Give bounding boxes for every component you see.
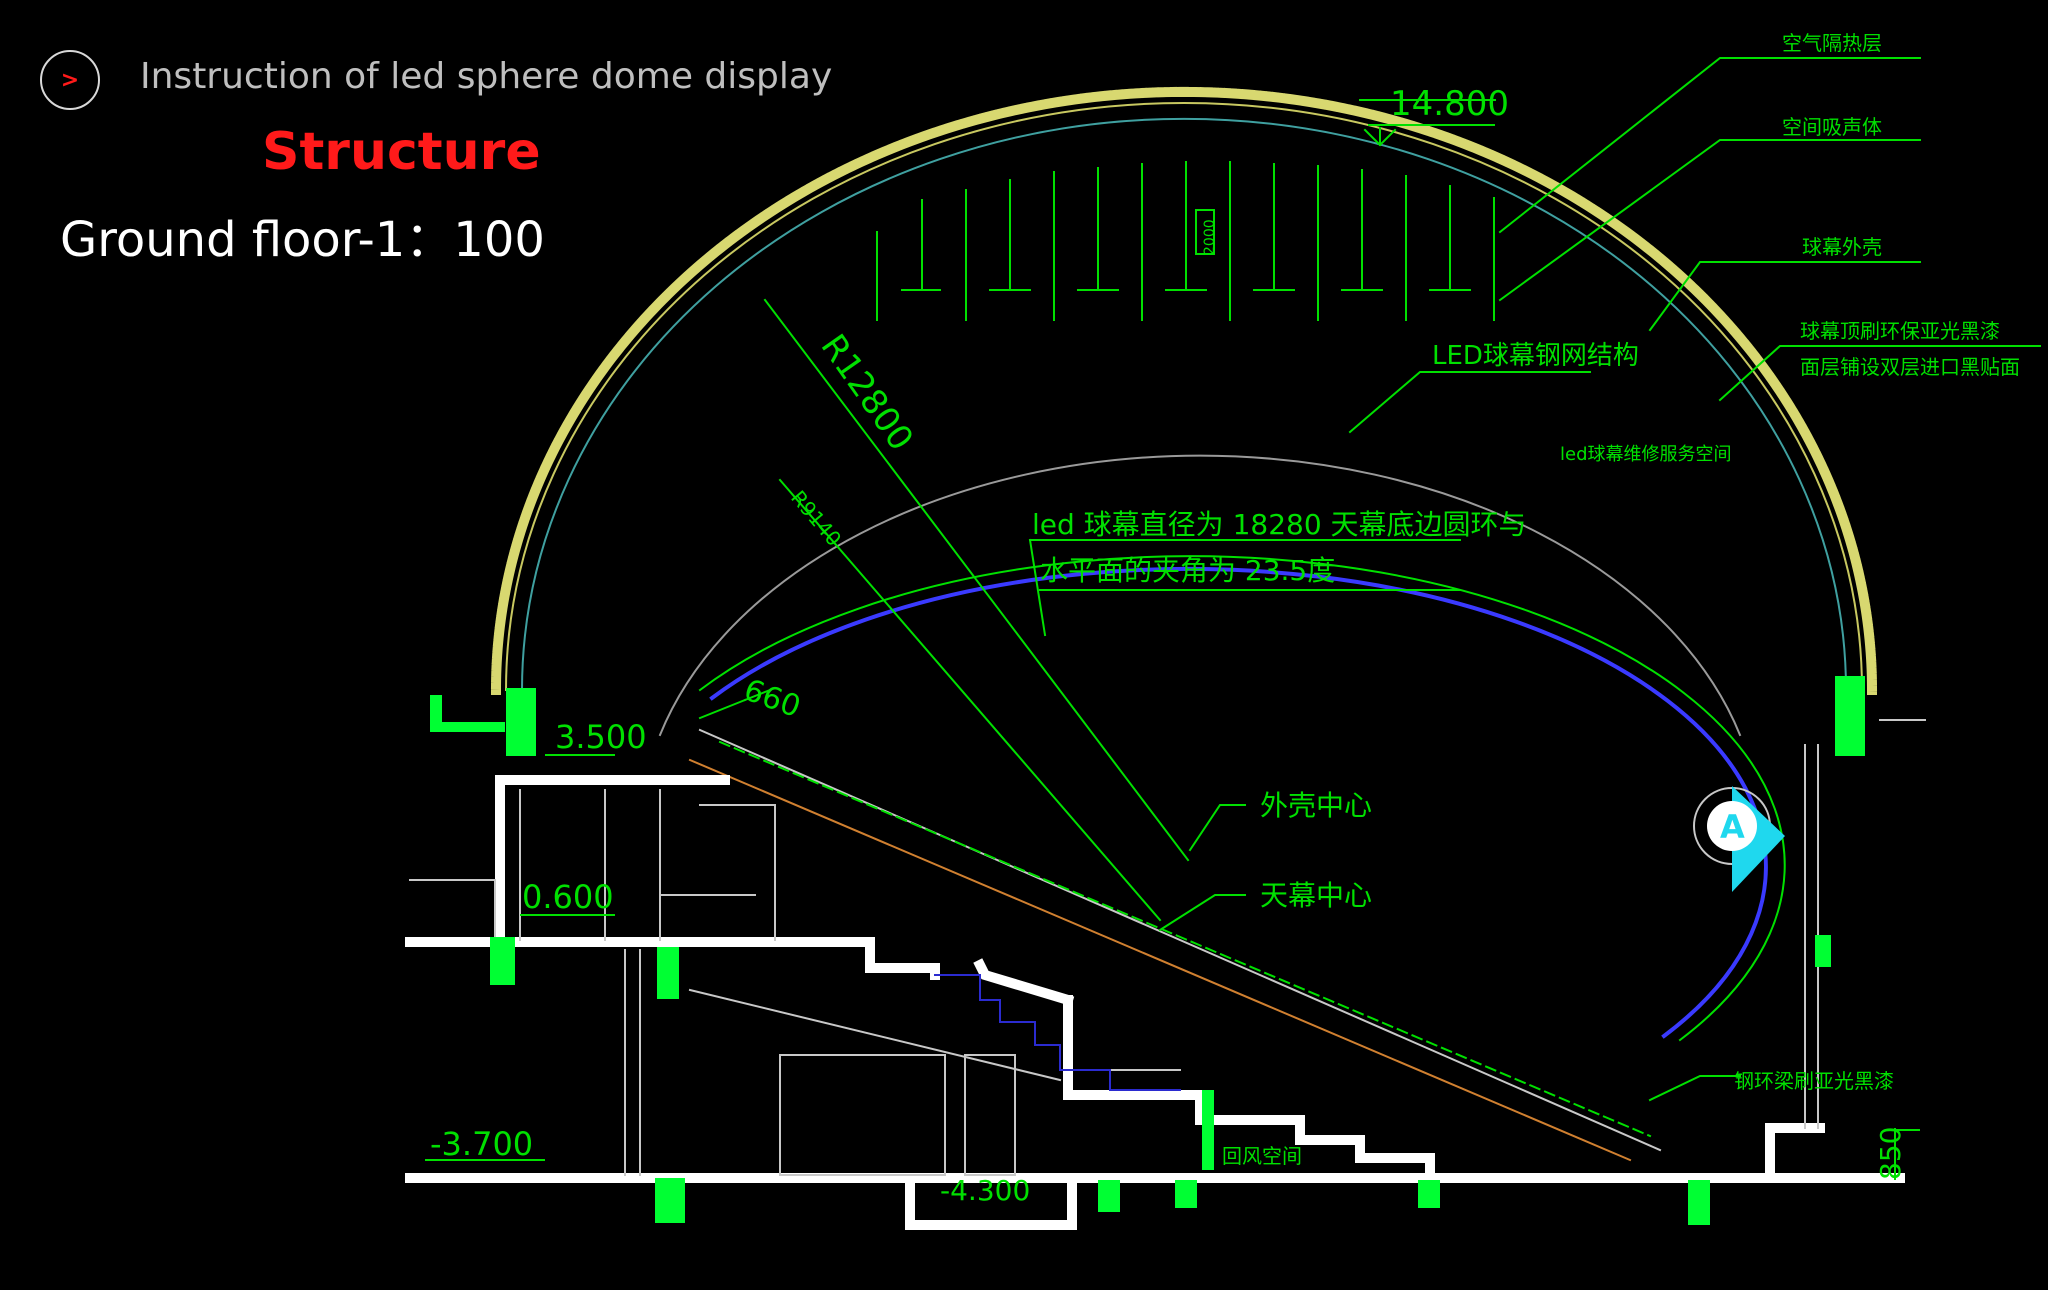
- elevation-upper: 3.500: [555, 718, 647, 756]
- gap-dimension-label: 660: [739, 673, 805, 725]
- callout-led-frame: LED球幕钢网结构: [1432, 341, 1639, 371]
- callout-sound-absorber: 空间吸声体: [1782, 115, 1882, 139]
- sound-absorber-row: [876, 161, 1495, 321]
- callout-air-insulation: 空气隔热层: [1782, 31, 1882, 55]
- callout-return-air: 回风空间: [1222, 1144, 1302, 1168]
- header-title: Instruction of led sphere dome display: [140, 56, 833, 97]
- callout-top-ring-1: 球幕顶刷环保亚光黑漆: [1800, 319, 2000, 343]
- inner-radius-line: [778, 478, 1162, 922]
- section-marker-letter: A: [1720, 808, 1745, 846]
- screen-base-slope: [698, 728, 1662, 1152]
- scale-label: Ground floor-1：100: [60, 212, 545, 268]
- elevation-pit: -4.300: [940, 1174, 1030, 1207]
- elevation-low: -3.700: [430, 1125, 533, 1163]
- callout-steel-ring: 钢环梁刷亚光黑漆: [1734, 1069, 1894, 1093]
- building-structure: [405, 775, 1905, 1230]
- section-marker-a[interactable]: [1693, 786, 1785, 892]
- elevation-mid: 0.600: [522, 878, 614, 916]
- callout-screen-center: 天幕中心: [1260, 879, 1372, 912]
- callout-diameter-2: 水平面的夹角为 23.5度: [1040, 554, 1335, 587]
- led-screen-outer: [698, 555, 1786, 1042]
- blue-stair-line: [934, 974, 1181, 1091]
- callout-diameter-1: led 球幕直径为 18280 天幕底边圆环与: [1032, 508, 1527, 541]
- gap-dimension: [698, 688, 772, 720]
- outer-shell-inner-line: [504, 102, 1864, 692]
- outer-radius-line: [763, 298, 1190, 862]
- callout-leaders: [1028, 57, 2041, 1102]
- screen-base-slope-dash: [718, 740, 1652, 1138]
- section-title: Structure: [262, 122, 541, 182]
- inner-radius-label: R9140: [786, 486, 846, 551]
- elevation-markers: [425, 124, 1920, 1180]
- hanger-dimension-label: 2000: [1202, 219, 1218, 255]
- chevron-glyph: >: [60, 67, 80, 93]
- elevation-base: 850: [1874, 1127, 1907, 1180]
- screen-base-slope-orange: [688, 758, 1632, 1162]
- callout-shell-center: 外壳中心: [1260, 789, 1372, 822]
- callout-dome-shell: 球幕外壳: [1802, 235, 1882, 259]
- elevation-top: 14.800: [1390, 84, 1509, 124]
- outer-shell-lining: [520, 117, 1848, 692]
- led-steel-frame: [658, 454, 1742, 737]
- callout-led-service: led球幕维修服务空间: [1560, 444, 1732, 465]
- outer-radius-label: R12800: [813, 327, 921, 458]
- building-thin-lines: [409, 719, 1926, 1176]
- outer-shell: [490, 87, 1878, 696]
- callout-top-ring-2: 面层铺设双层进口黑贴面: [1800, 355, 2020, 379]
- green-columns: [430, 676, 1865, 1225]
- led-screen-edge: [709, 566, 1768, 1039]
- chevron-right-icon[interactable]: >: [40, 50, 100, 110]
